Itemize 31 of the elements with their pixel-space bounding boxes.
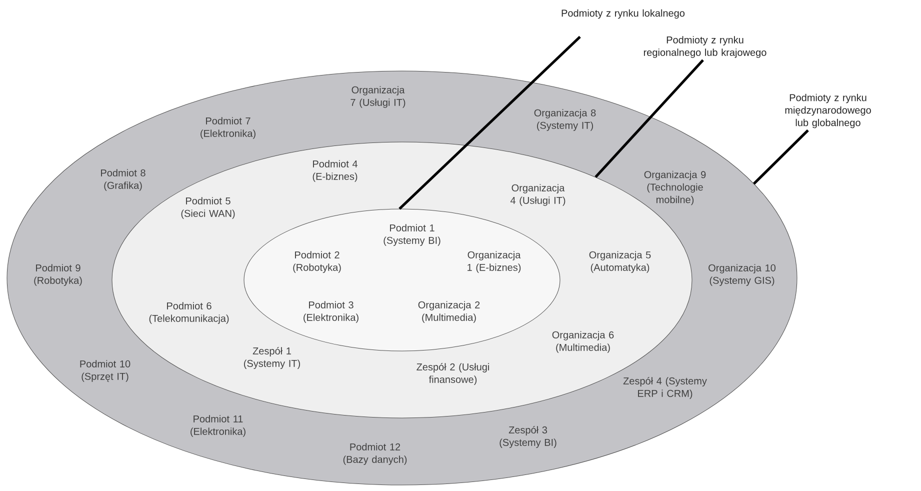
entity-label: Organizacja 4 (Usługi IT)	[510, 184, 566, 206]
entity-label: Organizacja 5 (Automatyka)	[589, 251, 651, 273]
entity-label: Podmiot 9 (Robotyka)	[34, 264, 82, 286]
leader-text: Podmioty z rynku lokalnego	[562, 9, 685, 19]
entity-label: Organizacja 7 (Usługi IT)	[350, 86, 406, 108]
entity-label: Zespół 3 (Systemy BI)	[500, 426, 556, 448]
entity-label: Organizacja 10 (Systemy GIS)	[708, 264, 776, 286]
leader-line	[398, 36, 581, 210]
entity-label: Podmiot 10 (Sprzęt IT)	[80, 360, 130, 382]
entity-label: Organizacja 6 (Multimedia)	[552, 331, 614, 353]
entity-label: Podmiot 1 (Systemy BI)	[384, 224, 440, 246]
entity-label: Podmiot 8 (Grafika)	[101, 169, 146, 191]
entity-label: Organizacja 2 (Multimedia)	[418, 301, 480, 323]
entity-label: Zespół 1 (Systemy IT)	[244, 347, 300, 369]
entity-label: Organizacja 1 (E-biznes)	[468, 251, 521, 273]
entity-label: Podmiot 2 (Robotyka)	[293, 251, 341, 273]
entity-label: Podmiot 5 (Sieci WAN)	[181, 197, 235, 219]
entity-label: Zespół 2 (Usługi finansowe)	[416, 363, 489, 385]
entity-label: Podmiot 4 (E-biznes)	[312, 160, 358, 182]
entity-label: Podmiot 12 (Bazy danych)	[343, 443, 407, 465]
entity-label: Podmiot 6 (Telekomunikacja)	[149, 302, 229, 324]
entity-label: Podmiot 11 (Elektronika)	[190, 415, 246, 437]
leader-text: Podmioty z rynku międzynarodowego lub globalnego	[785, 94, 871, 128]
entity-label: Organizacja 9 (Technologie mobilne)	[644, 170, 706, 206]
leader-line	[594, 59, 704, 178]
entity-label: Podmiot 7 (Elektronika)	[200, 117, 256, 139]
entity-label: Zespół 4 (Systemy ERP i CRM)	[623, 377, 707, 399]
leader-text: Podmioty z rynku regionalnego lub krajowego	[644, 36, 766, 58]
entity-label: Podmiot 3 (Elektronika)	[304, 301, 358, 323]
leader-line	[753, 129, 809, 185]
entity-label: Organizacja 8 (Systemy IT)	[534, 109, 596, 131]
